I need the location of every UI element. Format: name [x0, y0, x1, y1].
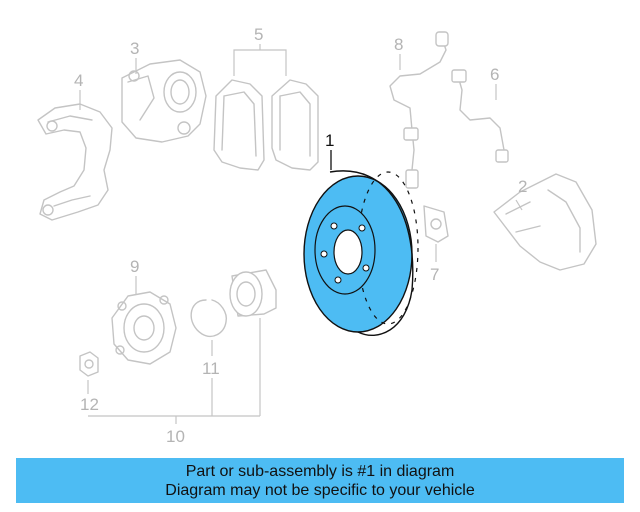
- caption-line-1: Part or sub-assembly is #1 in diagram: [185, 462, 455, 480]
- label-3[interactable]: 3: [130, 39, 139, 58]
- label-2[interactable]: 2: [518, 177, 527, 196]
- wheel-hub-drawing: [111, 276, 177, 365]
- label-7[interactable]: 7: [430, 265, 439, 284]
- label-10[interactable]: 10: [166, 427, 185, 446]
- label-8[interactable]: 8: [394, 35, 403, 54]
- label-6[interactable]: 6: [490, 65, 499, 84]
- label-5[interactable]: 5: [254, 25, 263, 44]
- splash-shield-drawing: [493, 173, 597, 271]
- label-12[interactable]: 12: [80, 395, 99, 414]
- caliper-drawing: [121, 58, 207, 143]
- hub-nut-drawing: [79, 351, 99, 394]
- label-1[interactable]: 1: [325, 131, 334, 150]
- hub-bearing-drawing: [229, 269, 277, 416]
- caliper-support-drawing: [37, 90, 113, 221]
- label-11[interactable]: 11: [202, 359, 220, 378]
- label-4[interactable]: 4: [74, 71, 83, 90]
- hub-bearing-bracket: [88, 378, 260, 424]
- parts-diagram: 1 2 3 4 5 6 7 8 9 10 11 12: [37, 25, 597, 446]
- snap-ring-drawing: [190, 299, 227, 356]
- abs-sensor-drawing: [423, 205, 449, 262]
- abs-harness-drawing: [389, 31, 449, 189]
- brake-rotor-drawing[interactable]: [303, 150, 419, 337]
- caption-banner: Part or sub-assembly is #1 in diagram Di…: [16, 458, 624, 503]
- label-9[interactable]: 9: [130, 257, 139, 276]
- caption-line-2: Diagram may not be specific to your vehi…: [165, 481, 475, 499]
- brake-pads-drawing: [213, 44, 319, 171]
- wear-sensor-drawing: [451, 69, 509, 163]
